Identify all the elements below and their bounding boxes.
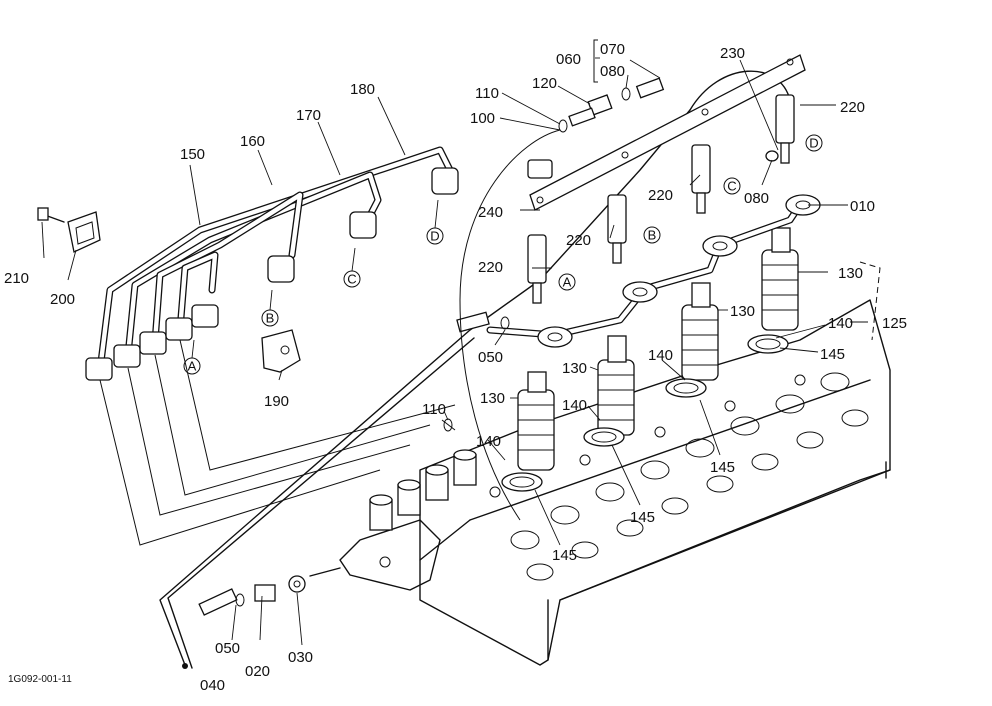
callout-070: 070 xyxy=(600,41,625,58)
connection-marks: A B C D A B C D xyxy=(183,134,823,375)
callout-145-right: 145 xyxy=(820,346,845,363)
mark-d-right xyxy=(805,134,823,152)
callout-230: 230 xyxy=(720,45,745,62)
callout-200: 200 xyxy=(50,291,75,308)
callout-110-upper: 110 xyxy=(475,85,499,102)
injection-pump xyxy=(339,449,477,591)
svg-text:C: C xyxy=(347,272,356,287)
leak-off-rail xyxy=(527,54,806,211)
callout-050-lower: 050 xyxy=(215,640,240,657)
svg-text:D: D xyxy=(430,229,439,244)
callout-220-left: 220 xyxy=(478,259,503,276)
callout-050-upper: 050 xyxy=(478,349,503,366)
callout-130-mid: 130 xyxy=(730,303,755,320)
callout-040: 040 xyxy=(200,677,225,694)
svg-text:A: A xyxy=(188,359,197,374)
part-callouts: 010 020 030 040 050 050 060 070 080 080 … xyxy=(4,41,907,694)
return-pipe xyxy=(159,70,791,669)
callout-145-center: 145 xyxy=(630,509,655,526)
callout-130-left: 130 xyxy=(480,390,505,407)
callout-060: 060 xyxy=(556,51,581,68)
overflow-fittings xyxy=(235,39,779,607)
callout-020: 020 xyxy=(245,663,270,680)
injection-pipes xyxy=(85,146,459,546)
group-125-boundary xyxy=(859,261,881,341)
callout-160: 160 xyxy=(240,133,265,150)
callout-180: 180 xyxy=(350,81,375,98)
callout-145-left: 145 xyxy=(552,547,577,564)
svg-text:D: D xyxy=(809,136,818,151)
callout-100: 100 xyxy=(470,110,495,127)
callout-130-center: 130 xyxy=(562,360,587,377)
leader-lines xyxy=(41,57,868,646)
callout-110-lower: 110 xyxy=(422,401,446,418)
callout-140-mid: 140 xyxy=(648,347,673,364)
callout-190: 190 xyxy=(264,393,289,410)
svg-text:A: A xyxy=(563,275,572,290)
callout-220-mid: 220 xyxy=(648,187,673,204)
callout-240: 240 xyxy=(478,204,503,221)
callout-220-right: 220 xyxy=(840,99,865,116)
callout-125: 125 xyxy=(882,315,907,332)
mark-a-right xyxy=(558,273,576,291)
callout-170: 170 xyxy=(296,107,321,124)
nozzle-holders xyxy=(501,227,799,492)
nozzle-connection-pipes xyxy=(486,194,821,348)
callout-030: 030 xyxy=(288,649,313,666)
callout-220-center: 220 xyxy=(566,232,591,249)
callout-080-right: 080 xyxy=(744,190,769,207)
callout-150: 150 xyxy=(180,146,205,163)
svg-text:B: B xyxy=(266,311,275,326)
callout-140-center: 140 xyxy=(562,397,587,414)
callout-010: 010 xyxy=(850,198,875,215)
drawing-reference: 1G092-001-11 xyxy=(8,674,72,685)
callout-210: 210 xyxy=(4,270,29,287)
callout-140-left: 140 xyxy=(476,433,501,450)
callout-130-right: 130 xyxy=(838,265,863,282)
callout-080-upper: 080 xyxy=(600,63,625,80)
callout-140-right: 140 xyxy=(828,315,853,332)
pipe-clamps xyxy=(37,207,301,373)
cylinder-head xyxy=(419,299,891,666)
mark-c-right xyxy=(723,177,741,195)
svg-text:C: C xyxy=(727,179,736,194)
svg-text:B: B xyxy=(648,228,657,243)
mark-b-right xyxy=(643,226,661,244)
callout-145-mid: 145 xyxy=(710,459,735,476)
callout-120: 120 xyxy=(532,75,557,92)
